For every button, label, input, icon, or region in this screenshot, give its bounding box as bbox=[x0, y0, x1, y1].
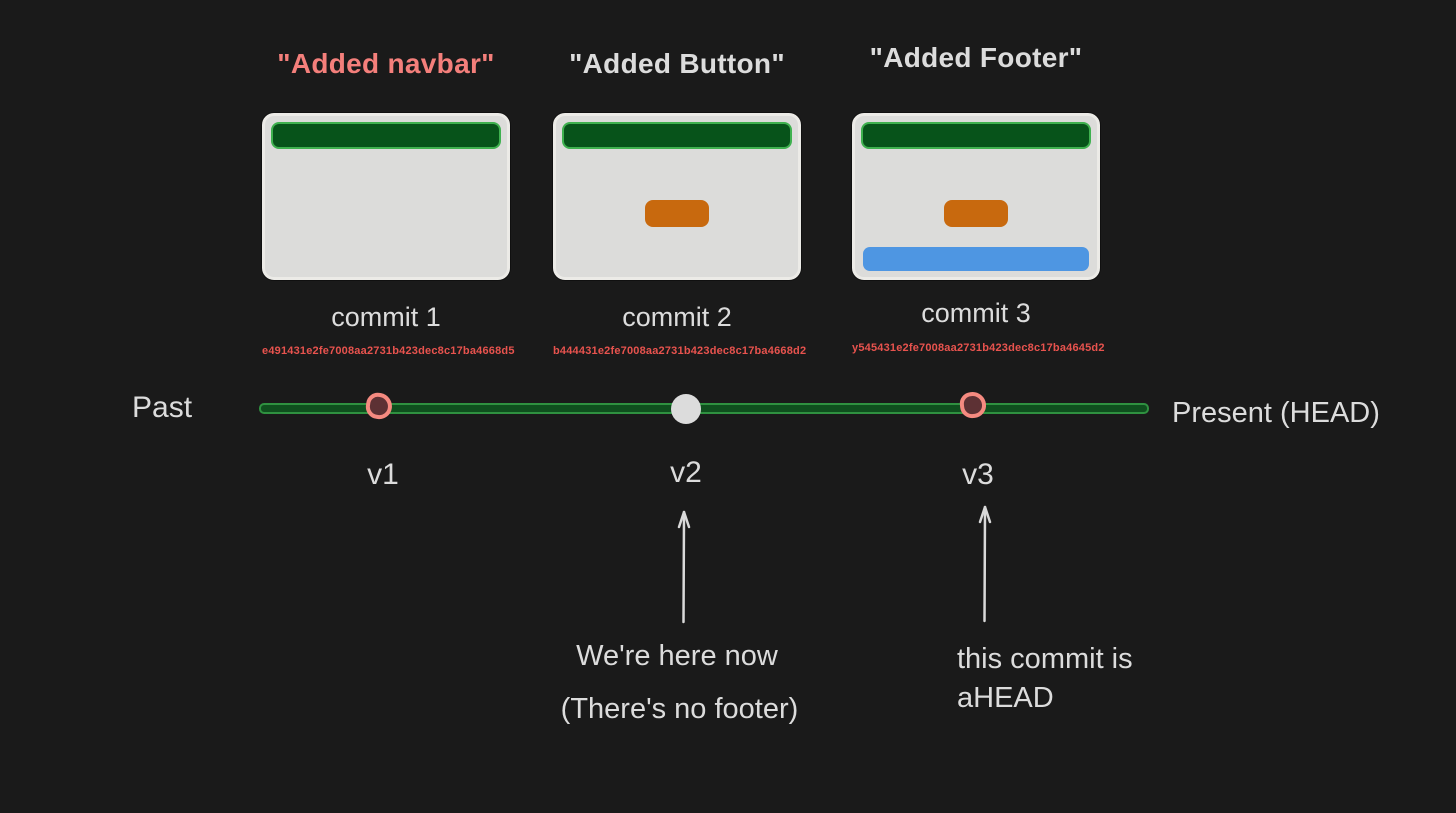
commit-2-message: "Added Button" bbox=[569, 48, 785, 79]
annotation-ahead-line2: aHEAD bbox=[957, 682, 1054, 714]
timeline-present-label: Present (HEAD) bbox=[1172, 397, 1380, 429]
commit-2-hash: b444431e2fe7008aa2731b423dec8c17ba4668d2 bbox=[553, 345, 807, 357]
commit-1-dot bbox=[364, 391, 394, 421]
commit-2-label: commit 2 bbox=[622, 302, 732, 332]
commit-1-label: commit 1 bbox=[331, 302, 441, 332]
timeline-bar bbox=[259, 403, 1149, 414]
commit-2-group: "Added Button" commit 2 b444431e2fe7008a… bbox=[553, 0, 807, 380]
commit-3-hash: y545431e2fe7008aa2731b423dec8c17ba4645d2 bbox=[852, 342, 1105, 354]
commit-3-dot bbox=[958, 390, 988, 420]
commit-3-label: commit 3 bbox=[921, 298, 1031, 328]
commit-2-preview-window bbox=[553, 113, 801, 280]
arrow-up-to-v3-icon bbox=[978, 505, 992, 623]
navbar-bar bbox=[562, 122, 792, 149]
arrow-up-to-v2-icon bbox=[677, 510, 691, 624]
version-1-label: v1 bbox=[367, 458, 399, 491]
commit-3-group: "Added Footer" commit 3 y545431e2fe7008a… bbox=[852, 0, 1105, 380]
footer-bar bbox=[863, 247, 1089, 271]
navbar-bar bbox=[271, 122, 501, 149]
commit-1-hash: e491431e2fe7008aa2731b423dec8c17ba4668d5 bbox=[262, 345, 515, 357]
button-block bbox=[944, 200, 1008, 227]
commit-2-dot bbox=[671, 394, 701, 424]
timeline-past-label: Past bbox=[132, 391, 193, 424]
commit-3-preview-window bbox=[852, 113, 1100, 280]
annotation-ahead: this commit is aHEAD bbox=[957, 640, 1133, 718]
annotation-current-line2: (There's no footer) bbox=[560, 693, 799, 725]
version-3-label: v3 bbox=[962, 458, 994, 491]
version-2-label: v2 bbox=[670, 456, 702, 489]
button-block bbox=[645, 200, 709, 227]
annotation-current-line1: We're here now bbox=[576, 640, 778, 672]
commit-1-preview-window bbox=[262, 113, 510, 280]
commit-1-group: "Added navbar" commit 1 e491431e2fe7008a… bbox=[262, 0, 515, 380]
navbar-bar bbox=[861, 122, 1091, 149]
commit-1-message: "Added navbar" bbox=[277, 48, 495, 79]
annotation-ahead-line1: this commit is bbox=[957, 643, 1133, 675]
commit-3-message: "Added Footer" bbox=[869, 42, 1083, 73]
